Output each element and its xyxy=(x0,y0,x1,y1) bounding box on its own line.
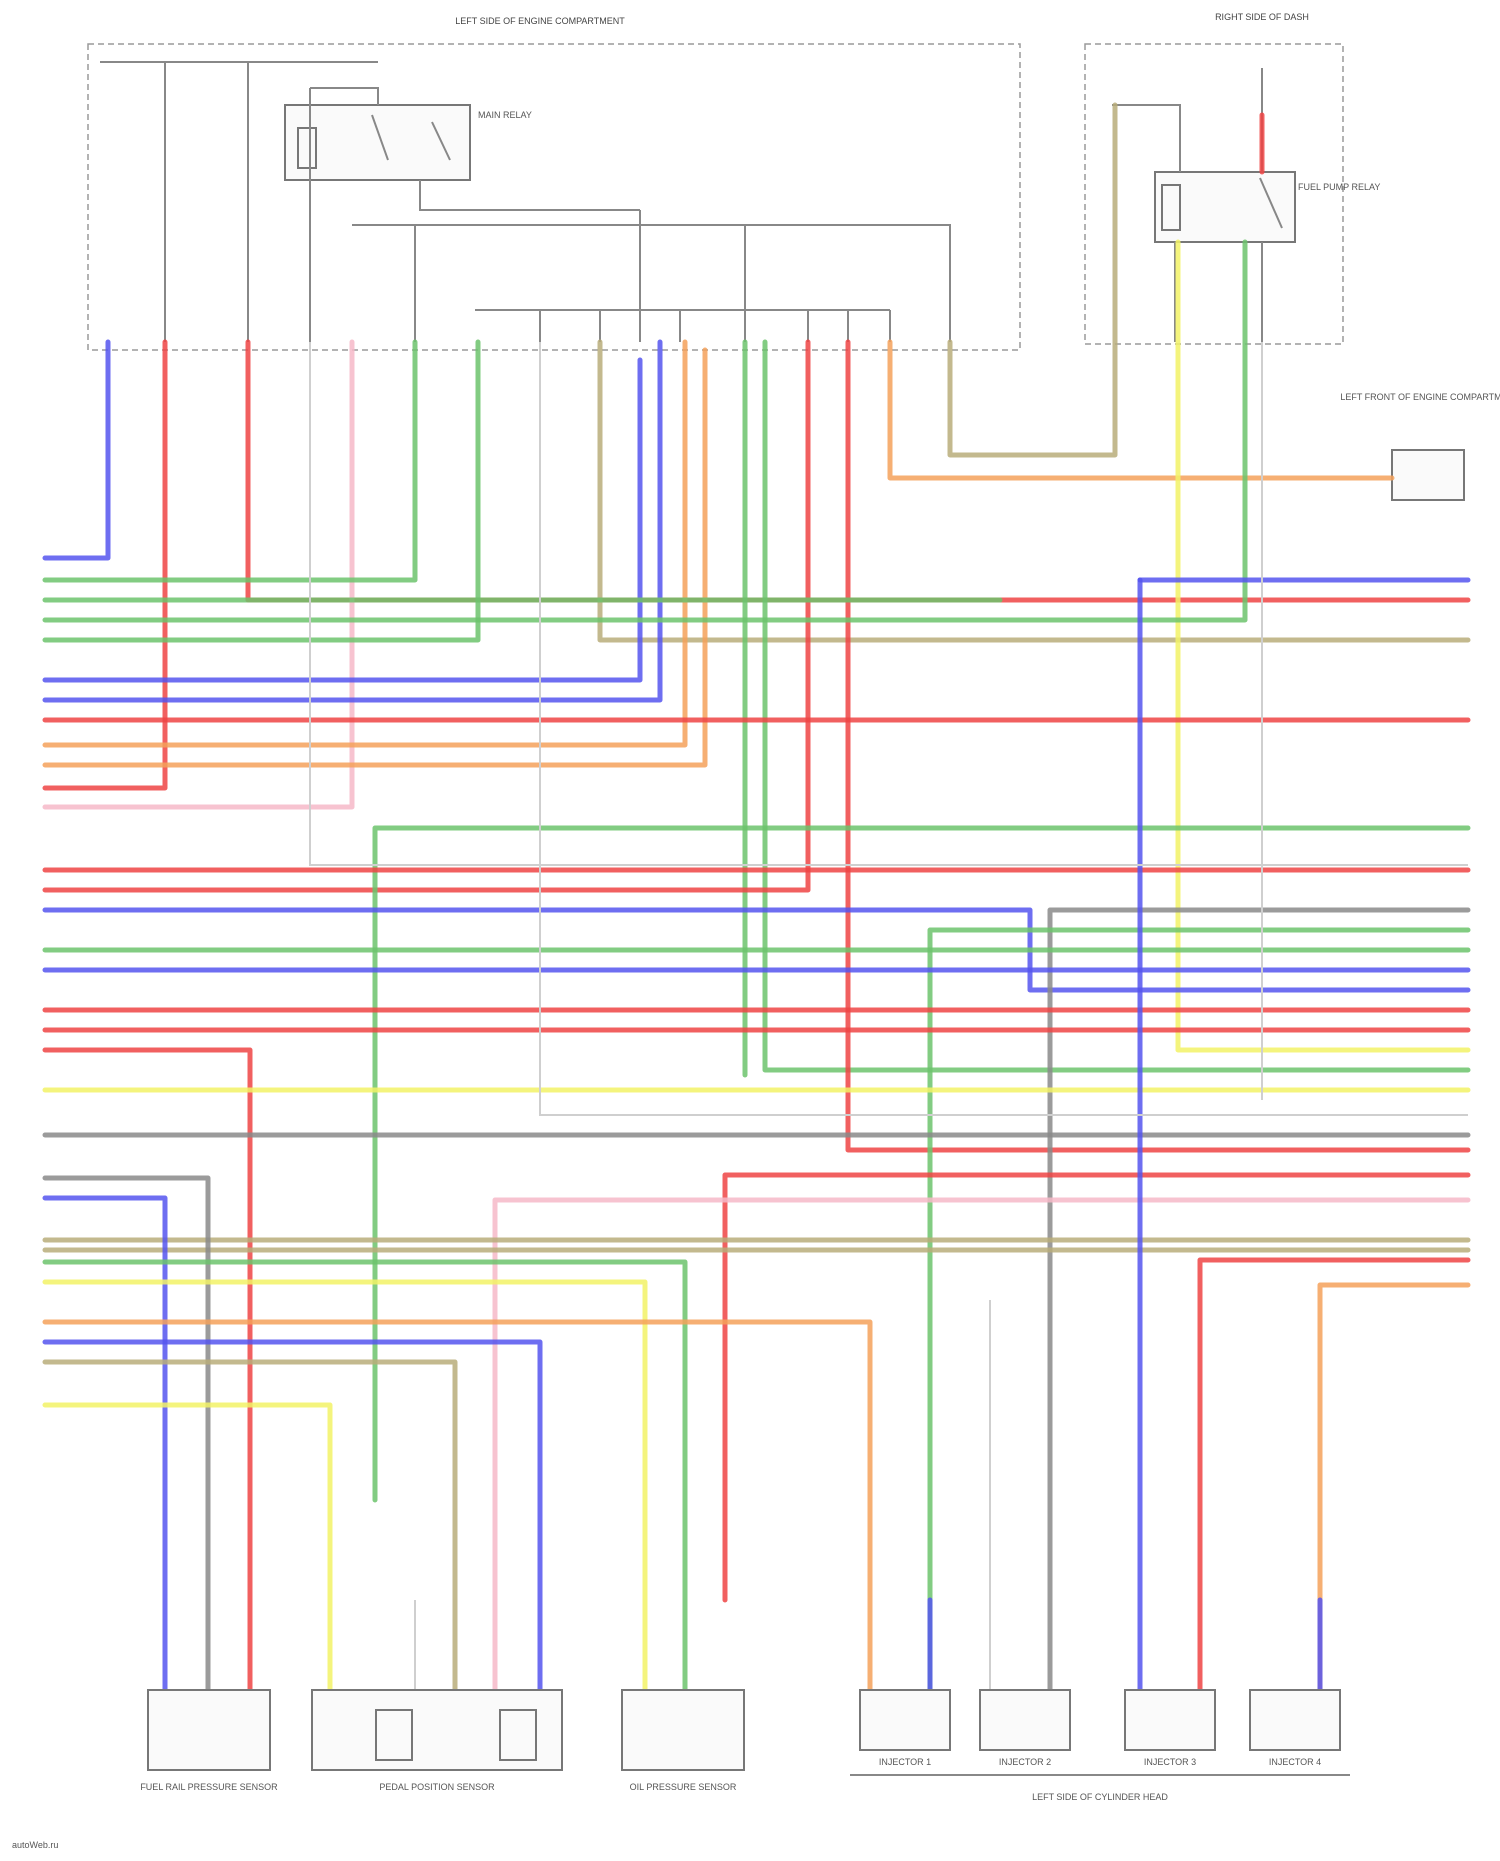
injector-4 xyxy=(1250,1690,1340,1750)
wire-gray-s1 xyxy=(45,1178,208,1690)
oil-pressure-sensor xyxy=(622,1690,744,1770)
wire-green-s2 xyxy=(45,1262,685,1690)
wire-pink-drop xyxy=(45,342,352,807)
injector-group-label: LEFT SIDE OF CYLINDER HEAD xyxy=(1032,1792,1168,1802)
left-front-module-label: LEFT FRONT OF ENGINE COMPARTMENT xyxy=(1340,392,1500,402)
wire-blue-left-drop xyxy=(45,342,108,558)
injector-1-label: INJECTOR 1 xyxy=(879,1757,931,1767)
pedal-position-sensor xyxy=(312,1690,562,1770)
fuel-pump-relay xyxy=(1155,172,1295,242)
fuel-pump-relay-label: FUEL PUMP RELAY xyxy=(1298,182,1380,192)
wire-orange-drop-1 xyxy=(45,342,685,745)
injector-3-label: INJECTOR 3 xyxy=(1144,1757,1196,1767)
fuel-rail-pressure-sensor xyxy=(148,1690,270,1770)
wire-gray-h6 xyxy=(1050,910,1468,1690)
watermark: autoWeb.ru xyxy=(12,1840,58,1850)
injector-2-label: INJECTOR 2 xyxy=(999,1757,1051,1767)
wire-red-h19 xyxy=(1200,1260,1468,1690)
wire-red-h12 xyxy=(45,1050,250,1690)
wire-tan-drop xyxy=(600,342,1468,640)
oil-pressure-sensor-label: OIL PRESSURE SENSOR xyxy=(630,1782,737,1792)
wire-blue-s5 xyxy=(45,1342,540,1690)
main-relay-label: MAIN RELAY xyxy=(478,110,532,120)
wire-orange-h20 xyxy=(1320,1285,1468,1690)
wire-blue-s1 xyxy=(45,1198,165,1690)
thin-wire-4 xyxy=(415,1300,990,1690)
left-front-module xyxy=(1392,450,1464,500)
wire-orange-right xyxy=(890,342,1392,478)
injector-1 xyxy=(860,1690,950,1750)
injector-3 xyxy=(1125,1690,1215,1750)
engine-compartment-box xyxy=(88,44,1020,350)
wire-tan-fuse xyxy=(950,105,1115,455)
injector-4-label: INJECTOR 4 xyxy=(1269,1757,1321,1767)
fuel-rail-pressure-sensor-label: FUEL RAIL PRESSURE SENSOR xyxy=(140,1782,278,1792)
wire-green-drop-1 xyxy=(45,342,415,580)
wire-orange-drop-2 xyxy=(45,350,705,765)
engine-box-bus xyxy=(100,62,950,342)
engine-box-label: LEFT SIDE OF ENGINE COMPARTMENT xyxy=(455,16,625,26)
injector-2 xyxy=(980,1690,1070,1750)
fuse-box-label: RIGHT SIDE OF DASH xyxy=(1215,12,1309,22)
wire-blue-drop-2 xyxy=(45,360,640,680)
wire-green-fuse xyxy=(45,242,1245,620)
pedal-position-sensor-label: PEDAL POSITION SENSOR xyxy=(379,1782,495,1792)
thin-wire-2 xyxy=(540,342,1468,1115)
wire-red-drop-2 xyxy=(248,342,1468,600)
wire-yellow-s7 xyxy=(45,1405,330,1690)
